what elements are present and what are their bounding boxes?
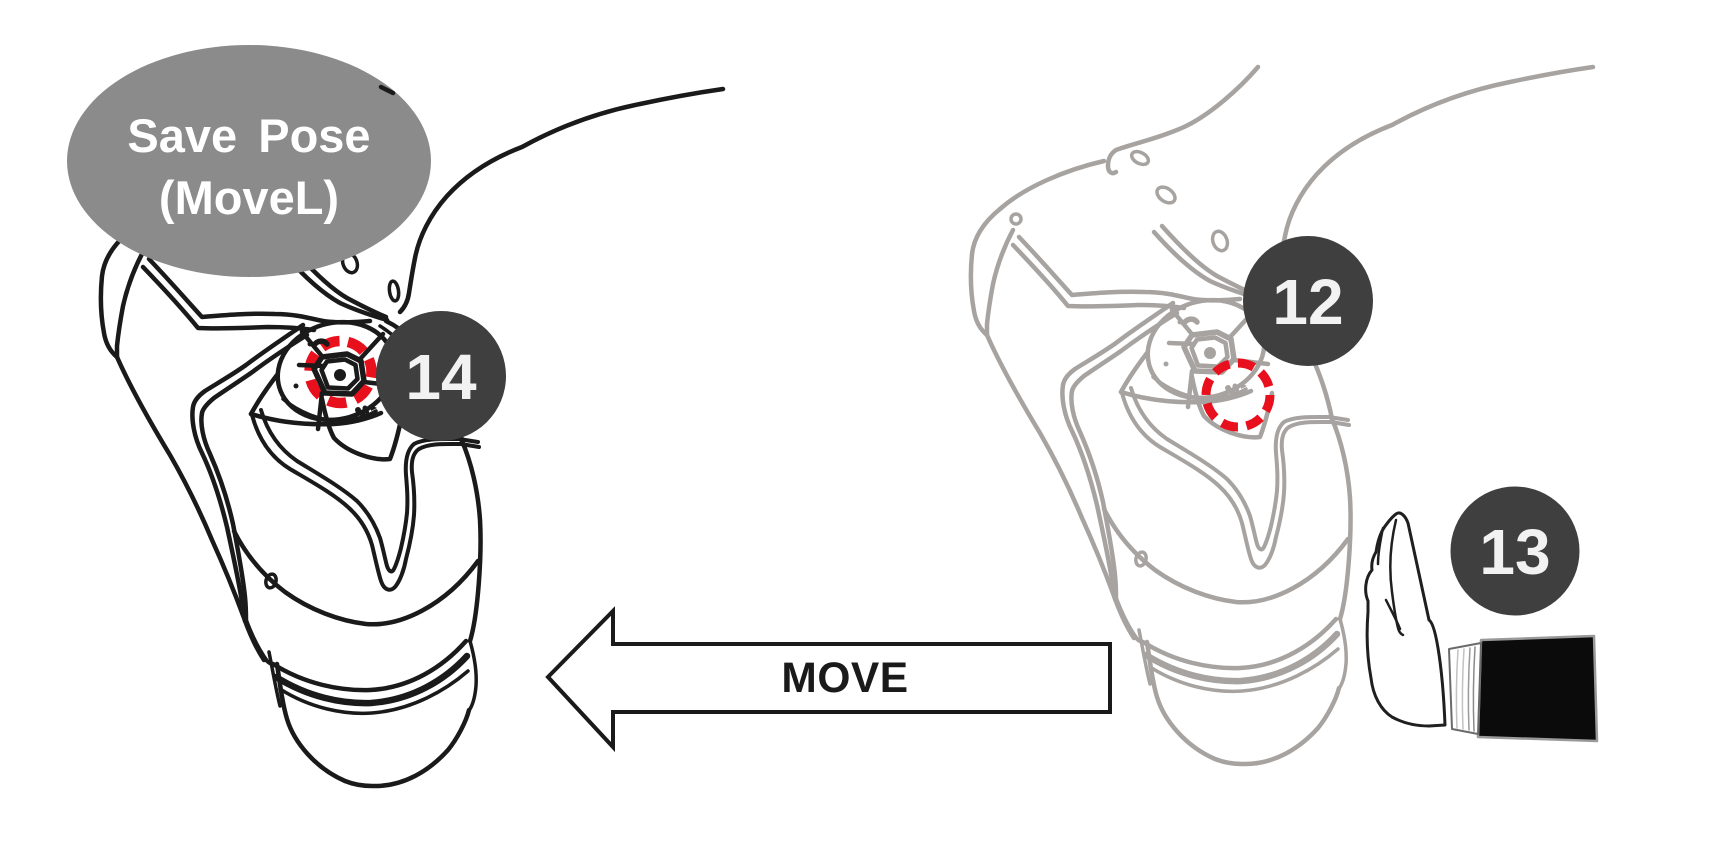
svg-text:12: 12 <box>1272 266 1343 338</box>
svg-text:14: 14 <box>405 341 477 413</box>
svg-text:13: 13 <box>1479 516 1550 588</box>
svg-text:(MoveL): (MoveL) <box>159 171 339 224</box>
svg-text:MOVE: MOVE <box>781 655 908 702</box>
svg-text:Save Pose: Save Pose <box>127 109 370 162</box>
